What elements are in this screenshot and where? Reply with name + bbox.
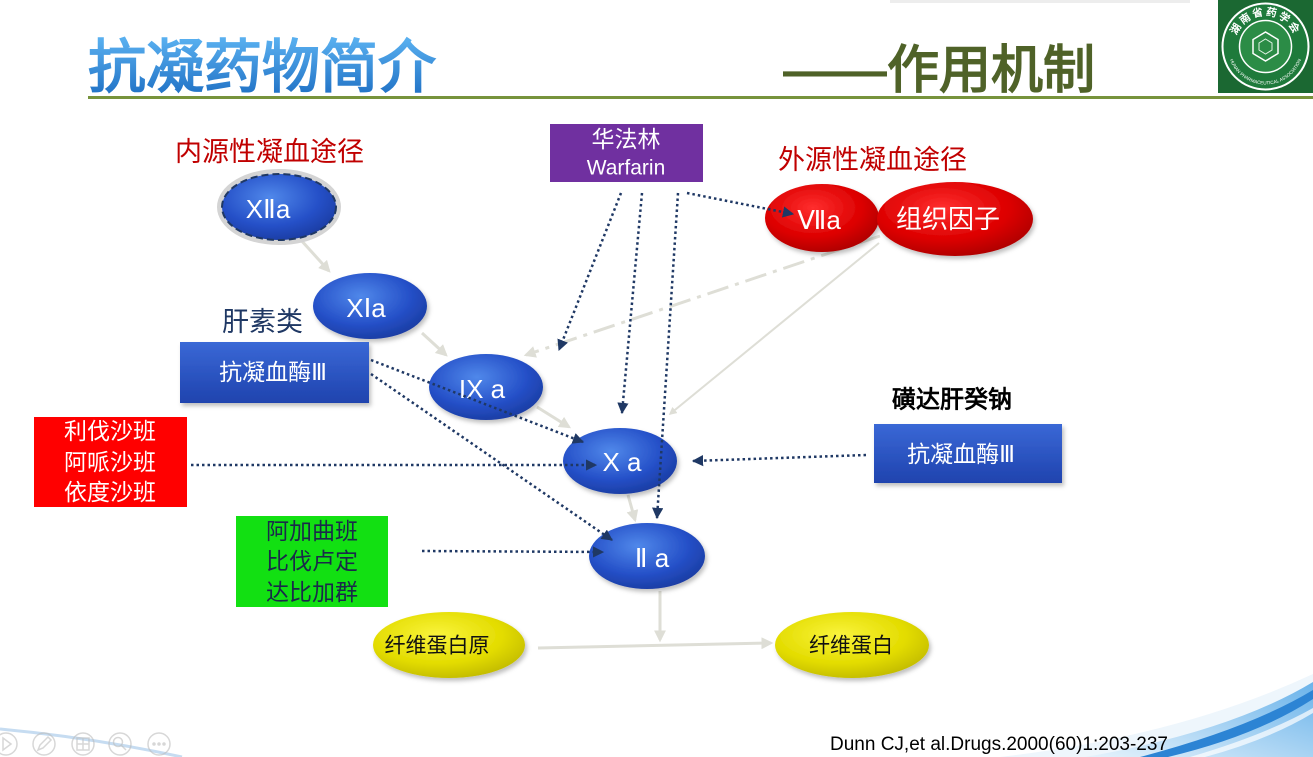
fibrin-node: 纤维蛋白: [775, 612, 929, 678]
xa-inhibitor-item: 利伐沙班: [64, 418, 156, 444]
factor-xiia-label: XⅡa: [246, 194, 291, 224]
next-slide-icon[interactable]: [0, 732, 18, 756]
antithrombin-heparin-box: 抗凝血酶Ⅲ: [180, 342, 369, 403]
association-logo: 湖南省药学会 HUNAN PHARMACEUTICAL ASSOCIATION: [1218, 0, 1313, 93]
tissue-factor-shape: [877, 182, 1033, 256]
warfarin-cn-label: 华法林: [592, 126, 661, 152]
molecule-inner-icon: [1258, 38, 1273, 55]
title-rule: [88, 96, 1313, 99]
warfarin-en-label: Warfarin: [587, 157, 666, 180]
factor-viia-shape: [765, 184, 879, 252]
arrow-antithrombin-to-iia: [370, 372, 613, 542]
warfarin-box: 华法林 Warfarin: [550, 124, 703, 182]
next-slide-ring[interactable]: [0, 732, 18, 756]
pen-icon[interactable]: [32, 732, 56, 756]
antithrombin-heparin-shape: [180, 342, 369, 403]
fibrinogen-label: 纤维蛋白原: [385, 635, 490, 658]
factor-xia-label: XⅠa: [346, 293, 386, 323]
citation: Dunn CJ,et al.Drugs.2000(60)1:203-237: [830, 734, 1168, 755]
factor-xiia-halo: [217, 169, 341, 245]
fibrinogen-shape: [373, 612, 525, 678]
factor-xa-node: X a: [563, 428, 677, 494]
arrow-warfarin-to-viia: [686, 191, 795, 218]
zoom-lens[interactable]: [112, 736, 124, 748]
extrinsic-pathway-label: 外源性凝血途径: [778, 145, 967, 175]
xa-inhibitors-shape: [34, 417, 187, 507]
factor-ixa-label: IX a: [459, 374, 506, 404]
xa-inhibitors-box: 利伐沙班 阿哌沙班 依度沙班: [34, 417, 187, 507]
top-decor-bar: [890, 0, 1190, 3]
antithrombin-heparin-label: 抗凝血酶Ⅲ: [219, 359, 327, 385]
factor-xa-label: X a: [602, 447, 642, 477]
factor-iia-label: Ⅱ a: [635, 543, 670, 573]
molecule-icon: [1252, 31, 1279, 62]
arrow-xa-to-iia: [626, 494, 639, 523]
thrombin-inhibitors-box: 阿加曲班 比伐卢定 达比加群: [236, 516, 388, 607]
tissue-factor-node: 组织因子: [877, 182, 1033, 256]
factor-xiia-node: XⅡa: [217, 169, 341, 245]
factor-viia-node: Ⅶa: [765, 184, 879, 252]
slideshow-toolbar: [0, 732, 171, 756]
fibrin-shape: [775, 612, 929, 678]
fibrin-label: 纤维蛋白: [809, 635, 893, 658]
arrow-warfarin-to-iia: [652, 192, 680, 520]
factor-ixa-shape: [429, 354, 543, 420]
arrow-thrombin-inhibitors-to-iia: [421, 546, 605, 558]
thrombin-inhibitors-shape: [236, 516, 388, 607]
factor-viia-label: Ⅶa: [797, 205, 841, 235]
factor-xia-node: XⅠa: [313, 273, 427, 339]
thrombin-inhibitor-item: 达比加群: [266, 579, 358, 605]
zoom-icon[interactable]: [108, 732, 132, 756]
intrinsic-pathway-label: 内源性凝血途径: [175, 137, 364, 167]
antithrombin-fondaparinux-box: 抗凝血酶Ⅲ: [874, 424, 1062, 483]
zoom-ring[interactable]: [108, 732, 132, 756]
more-ring[interactable]: [147, 732, 171, 756]
thrombin-inhibitor-item: 比伐卢定: [266, 548, 358, 574]
arrow-ixa-to-xa: [536, 405, 572, 429]
arrow-xiia-to-xia: [298, 237, 331, 273]
page-title: 抗凝药物简介: [88, 35, 437, 100]
more-dot[interactable]: [152, 742, 156, 746]
factor-ixa-node: IX a: [429, 354, 543, 420]
antithrombin-fondaparinux-label: 抗凝血酶Ⅲ: [907, 441, 1015, 467]
cascade-arrows: [298, 234, 881, 650]
factor-xa-shape: [563, 428, 677, 494]
arrow-tissue-factor-to-xa: [668, 242, 880, 416]
xa-inhibitor-item: 依度沙班: [64, 479, 156, 505]
factor-xiia-shape: [221, 173, 337, 241]
fondaparinux-label: 磺达肝癸钠: [892, 387, 1012, 414]
tissue-factor-label: 组织因子: [896, 204, 1000, 234]
factor-xia-shape: [313, 273, 427, 339]
more-dot[interactable]: [162, 742, 166, 746]
factor-iia-shape: [589, 523, 705, 589]
arrow-warfarin-to-ixa: [557, 192, 623, 352]
arrow-antithrombin-to-xa: [370, 358, 585, 444]
slides-grid[interactable]: [77, 738, 89, 750]
arrow-tissue-factor-to-ixa: [523, 234, 881, 358]
logo-inner-disc: [1238, 19, 1293, 74]
page-subtitle: ——作用机制: [783, 42, 1095, 100]
arrow-warfarin-to-xa: [617, 192, 644, 415]
inhibition-arrows: [191, 191, 867, 558]
pen-ring[interactable]: [32, 732, 56, 756]
heparins-label: 肝素类: [222, 307, 303, 337]
bottom-right-swoosh: [1000, 674, 1313, 757]
warfarin-box-shape: [550, 124, 703, 182]
arrow-fondaparinux-to-xa: [691, 453, 867, 467]
fibrinogen-node: 纤维蛋白原: [373, 612, 525, 678]
more-dot[interactable]: [157, 742, 161, 746]
zoom-handle[interactable]: [120, 744, 127, 751]
arrow-xia-to-ixa: [420, 331, 448, 357]
pen-glyph[interactable]: [36, 735, 53, 752]
thrombin-inhibitor-item: 阿加曲班: [266, 518, 358, 544]
xa-inhibitor-item: 阿哌沙班: [64, 449, 156, 475]
slides-ring[interactable]: [71, 732, 95, 756]
factor-iia-node: Ⅱ a: [589, 523, 705, 589]
slides-icon[interactable]: [71, 732, 95, 756]
arrow-fibrinogen-to-fibrin: [537, 637, 774, 650]
antithrombin-fondaparinux-shape: [874, 424, 1062, 483]
more-icon[interactable]: [147, 732, 171, 756]
next-slide-glyph[interactable]: [2, 736, 13, 752]
